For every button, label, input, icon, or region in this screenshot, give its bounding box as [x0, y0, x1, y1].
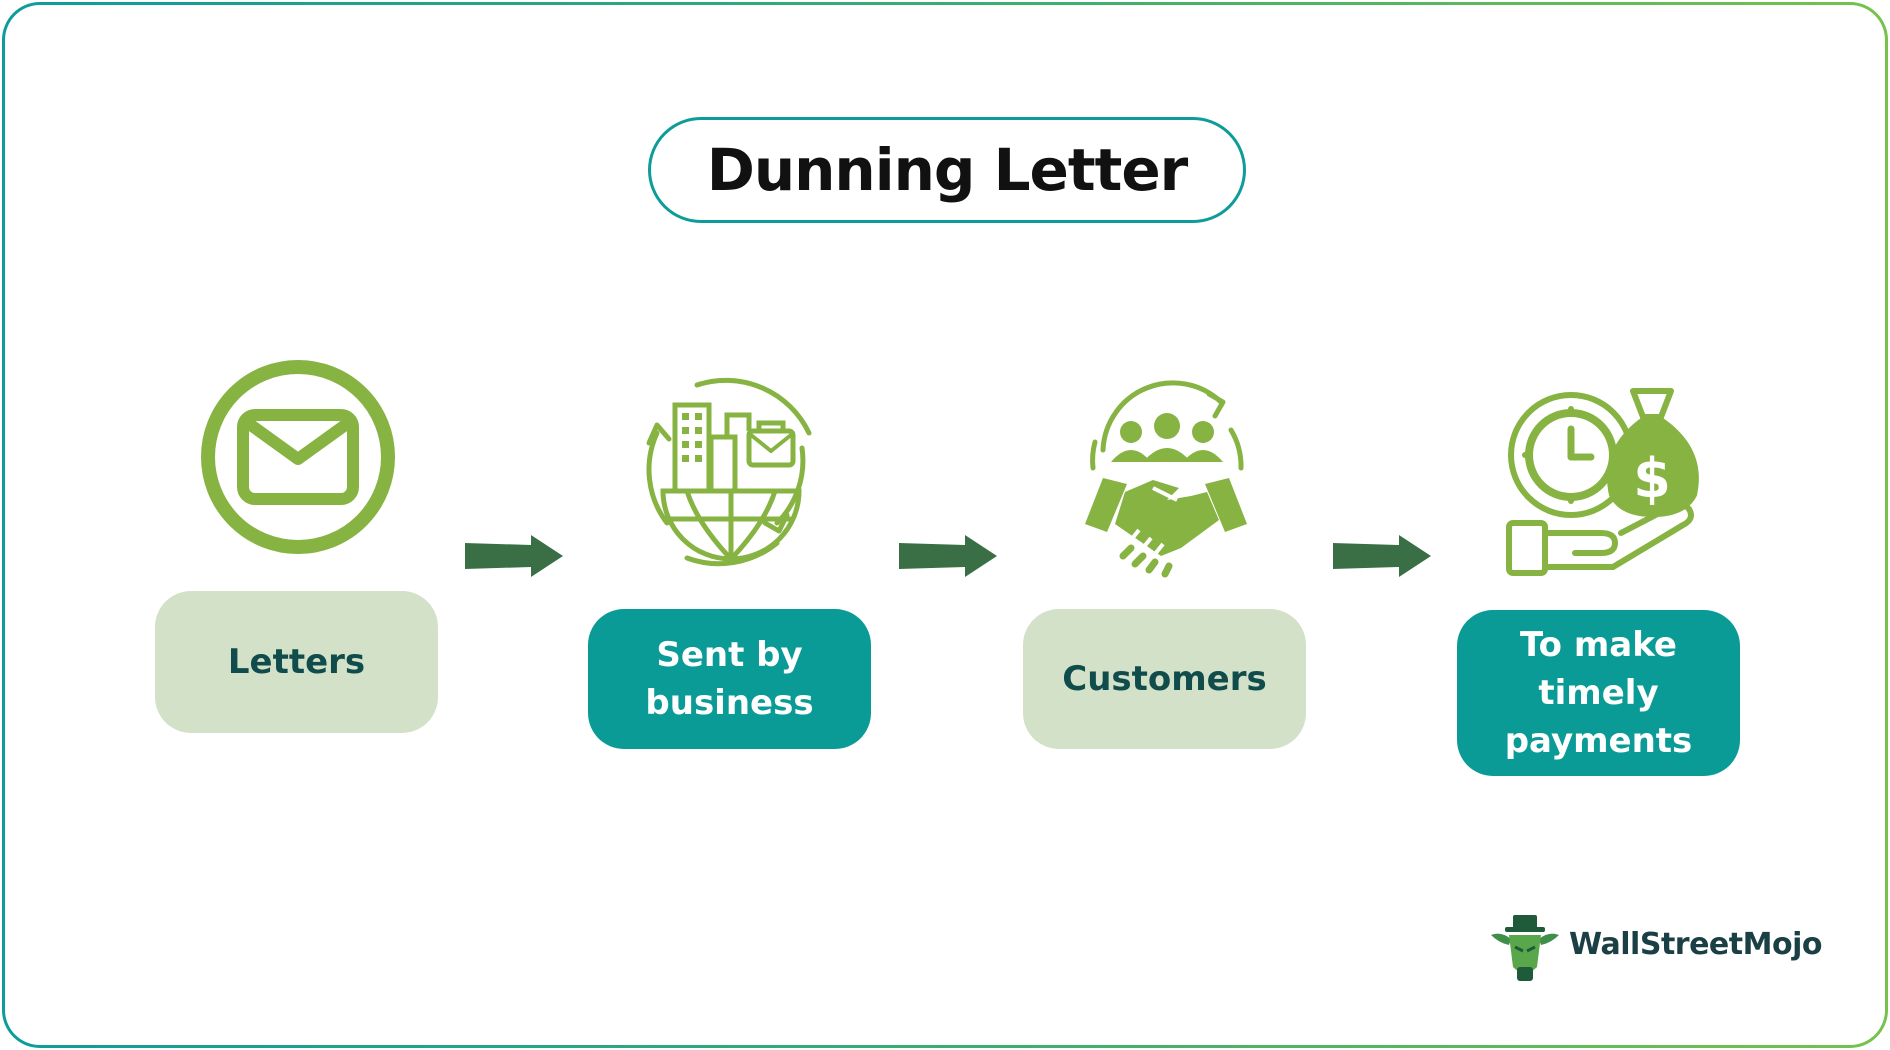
flow-arrow-2 [899, 535, 997, 577]
bull-mascot-icon [1491, 915, 1559, 981]
flow-arrow-3 [1333, 535, 1431, 577]
envelope-icon [201, 360, 395, 554]
diagram-canvas: Dunning Letter [5, 5, 1885, 1045]
money-payment-icon: $ [1506, 388, 1699, 576]
wallstreetmojo-logo: WallStreetMojo [1487, 913, 1822, 985]
handshake-customers-icon [1085, 380, 1247, 578]
business-globe-icon [646, 377, 812, 567]
svg-text:$: $ [1633, 447, 1671, 510]
logo-text: WallStreetMojo [1569, 927, 1822, 962]
step-box-customers: Customers [1023, 609, 1306, 749]
flow-arrow-1 [465, 535, 563, 577]
step-box-letters: Letters [155, 591, 438, 733]
step-box-timely-payments: To make timely payments [1457, 610, 1740, 776]
diagram-title: Dunning Letter [648, 117, 1246, 223]
step-box-sent-by-business: Sent by business [588, 609, 871, 749]
